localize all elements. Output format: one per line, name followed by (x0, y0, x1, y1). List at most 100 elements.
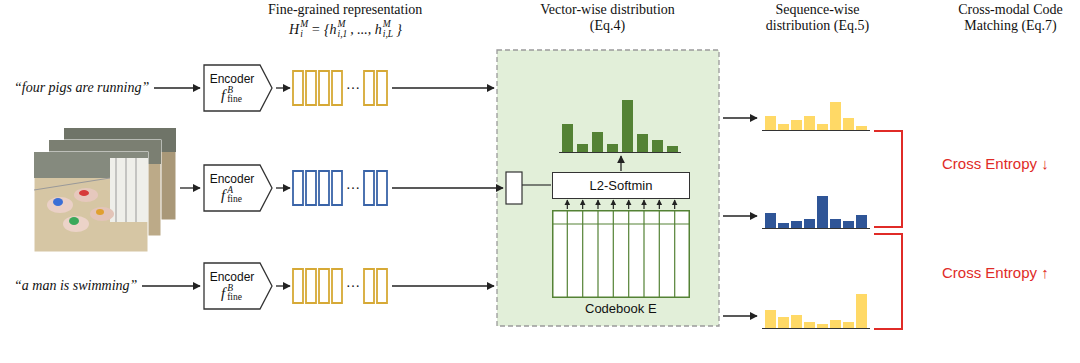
chart-baseline (559, 152, 681, 153)
loss-label: Cross Entropy ↑ (942, 264, 1049, 281)
index-stack: Bfine (227, 86, 242, 105)
text-feature-vectors (293, 71, 387, 105)
function-symbol: fAfine (221, 186, 243, 205)
encoder-outline (204, 165, 272, 211)
formula-index: i,L (383, 30, 393, 40)
pig-mark (79, 190, 89, 196)
flow-arrow (392, 285, 494, 286)
input-vector (506, 172, 522, 204)
connector-line (628, 200, 629, 209)
encoder-text: EncoderfAfine (203, 164, 261, 212)
connector-line (597, 200, 598, 209)
encoder-text: EncoderfBfine (203, 262, 261, 310)
text-feature-vectors (293, 269, 387, 303)
flow-arrow (723, 215, 757, 216)
function-index: fine (227, 293, 242, 303)
node-label: L2-Softmin (590, 178, 653, 193)
matching-bracket (874, 234, 902, 329)
flow-arrow (392, 87, 494, 88)
column-heading: Fine-grained representation (268, 2, 422, 18)
flow-arrow (392, 187, 503, 188)
formula-symbol: = {h (311, 22, 337, 38)
flow-arrow (723, 315, 757, 316)
index-stack: Mi (300, 20, 308, 39)
node-title: Encoder (210, 72, 255, 86)
caption-query: “a man is swimming” (14, 278, 137, 294)
function-index: B (227, 284, 242, 294)
node-caption: Codebook E (585, 301, 657, 316)
codebook-lines (552, 210, 690, 298)
encoder-text: EncoderfBfine (203, 64, 261, 112)
codebook-shape (552, 210, 690, 298)
chart-baselines (762, 131, 870, 329)
encoder-block: EncoderfBfine (203, 262, 273, 310)
pig-mark (69, 217, 79, 225)
function-index: A (227, 186, 242, 196)
pig (63, 216, 89, 232)
connector-line (674, 200, 675, 209)
column-heading: Sequence-wise distribution (Eq.5) (750, 2, 885, 34)
quantization-region (497, 50, 719, 326)
softmin-box: L2-Softmin (552, 172, 690, 199)
index-stack: Afine (227, 186, 242, 205)
vector-distribution-bars (562, 100, 678, 152)
codebook-grid: Codebook E (552, 210, 690, 298)
encoder-shape (203, 64, 273, 112)
formula-index: i (300, 30, 308, 40)
index-stack: Mi,L (383, 20, 393, 39)
formula-symbol: } (396, 22, 402, 38)
matching-bracket (874, 131, 902, 227)
fence-lines (34, 158, 136, 222)
codebook-outline (553, 211, 690, 298)
connector-line (582, 200, 583, 209)
ellipsis: … (346, 276, 360, 290)
pig-mark (53, 198, 63, 206)
function-index: fine (227, 195, 242, 205)
feature-arrow (276, 187, 290, 188)
pig-mark (96, 209, 104, 215)
softmin-output-arrow (620, 156, 621, 171)
formula-index: M (383, 20, 393, 30)
function-symbol: fBfine (221, 284, 243, 303)
encoder-outline (204, 65, 272, 111)
connector-line (567, 200, 568, 209)
column-heading: Vector-wise distribution (Eq.4) (540, 2, 675, 34)
formula-index: M (300, 20, 308, 30)
pig (47, 197, 73, 213)
feature-arrow (276, 87, 290, 88)
column-heading: Cross-modal Code Matching (Eq.7) (948, 2, 1073, 34)
sequence-distribution-bars (765, 196, 867, 228)
connector-line (613, 200, 614, 209)
encoder-shape (203, 262, 273, 310)
pig (74, 188, 98, 202)
input-arrow (180, 187, 200, 188)
encoder-block: EncoderfAfine (203, 164, 273, 212)
function-index: fine (227, 95, 242, 105)
connector-line (659, 200, 660, 209)
flow-arrow (723, 117, 757, 118)
feature-arrow (276, 285, 290, 286)
formula-symbol: , ..., h (350, 22, 382, 38)
caption-query: “four pigs are running” (14, 80, 149, 96)
sequence-distribution-bars (765, 102, 867, 130)
vector-link (522, 184, 551, 185)
connector-line (643, 200, 644, 209)
function-name: f (221, 87, 225, 104)
function-name: f (221, 285, 225, 302)
video-frame (34, 152, 148, 252)
encoder-block: EncoderfBfine (203, 64, 273, 112)
index-stack: Mi,1 (338, 20, 348, 39)
formula-index: M (338, 20, 348, 30)
formula-index: i,1 (338, 30, 348, 40)
node-title: Encoder (210, 172, 255, 186)
formula-symbol: H (289, 22, 299, 38)
encoder-shape (203, 164, 273, 212)
formula: HMi= {hMi,1, ..., hMi,L} (289, 20, 402, 39)
index-stack: Bfine (227, 284, 242, 303)
input-arrow (142, 285, 200, 286)
pig (90, 207, 114, 221)
ellipsis: … (346, 178, 360, 192)
